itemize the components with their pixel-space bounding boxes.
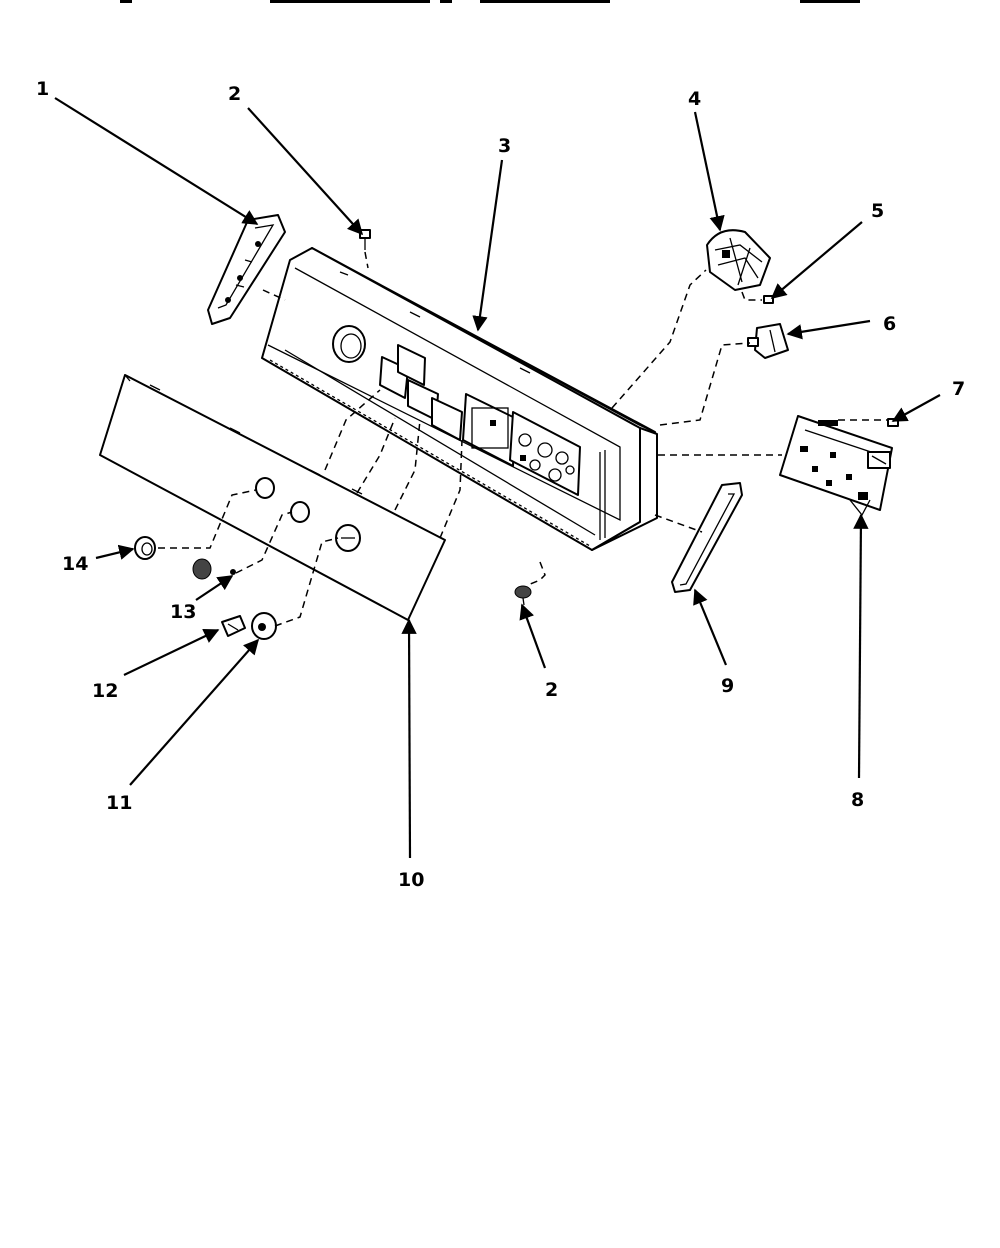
timer-knob-part [251,612,277,640]
callout-6: 6 [883,313,896,335]
callout-14: 14 [62,553,88,575]
callout-labels: 1 2 3 4 5 6 7 8 9 2 10 11 12 13 14 [36,78,965,891]
small-screw-part [763,295,774,304]
control-board-part [779,415,893,517]
callout-11: 11 [106,792,132,814]
callout-4: 4 [688,88,701,110]
assembly-lines [158,251,888,627]
callout-7: 7 [952,378,965,400]
screw-lower-part [514,585,532,606]
callout-5: 5 [871,200,884,222]
connector-part [747,323,789,359]
callout-2-upper: 2 [228,83,241,105]
left-end-cap-part [207,214,286,325]
callout-13: 13 [170,601,196,623]
switch-assembly-part [706,229,771,291]
control-console-part [261,247,658,551]
clipped-header-fragment [120,0,860,3]
callout-8: 8 [851,789,864,811]
callout-12: 12 [92,680,118,702]
right-end-cap-part [671,482,743,593]
clip-part [221,615,246,637]
knob-spring-part [192,558,236,580]
leader-lines [54,97,941,859]
knob-part [134,536,156,560]
callout-9: 9 [721,675,734,697]
callout-1: 1 [36,78,49,100]
callout-2-lower: 2 [545,679,558,701]
callout-10: 10 [398,869,424,891]
callout-3: 3 [498,135,511,157]
